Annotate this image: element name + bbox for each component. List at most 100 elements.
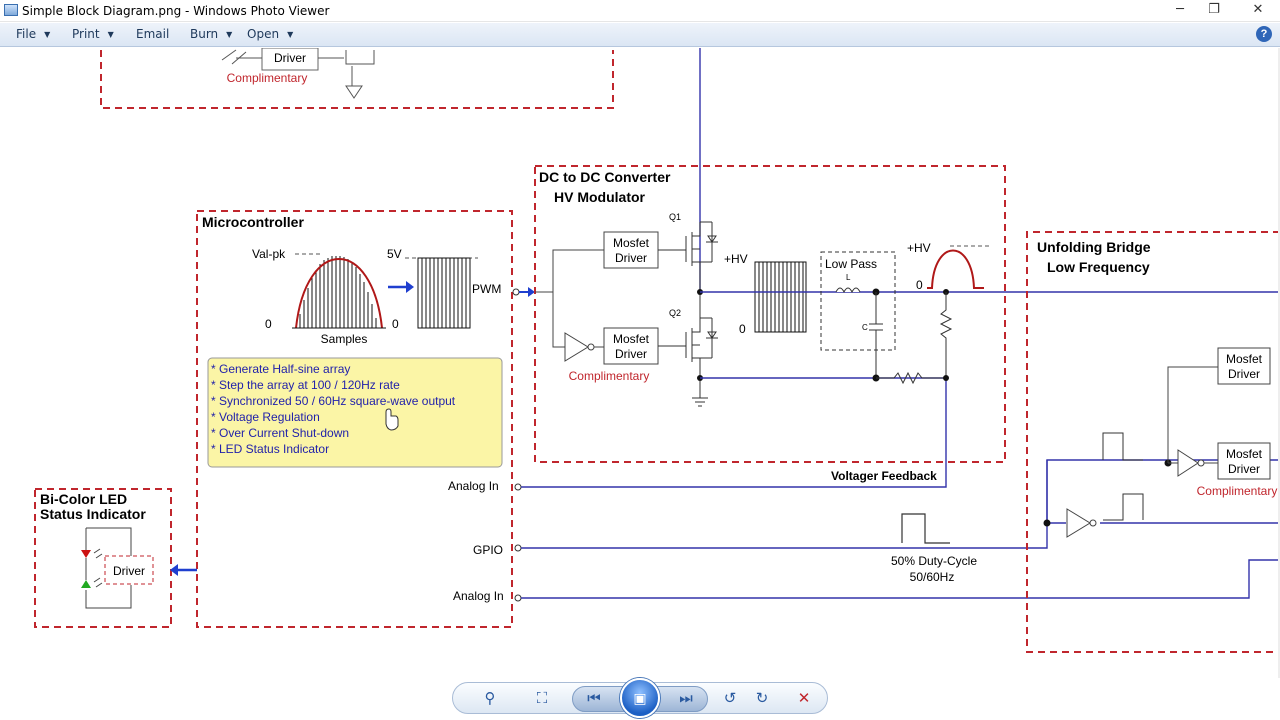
microcontroller-block: Microcontroller Val-pk 0 Samples 5V 0 (196, 210, 535, 628)
analog-in-2-label: Analog In (453, 589, 504, 603)
capacitor-icon (869, 292, 883, 378)
next-icon[interactable]: ⏭ (679, 689, 693, 707)
restore-button[interactable]: ❐ (1208, 2, 1220, 17)
unfolding-mosfet-driver-1 (1217, 347, 1271, 385)
analog-in-1-pin (514, 483, 522, 491)
led-driver-label: Driver (113, 564, 145, 578)
led-driver (104, 555, 154, 585)
ground-icon (692, 292, 708, 407)
print-menu[interactable]: Print▼ (72, 27, 114, 41)
inductor-label: L (846, 273, 851, 282)
dcdc-title-line1: DC to DC Converter (539, 169, 671, 185)
q1-label: Q1 (669, 212, 681, 222)
unfolding-driver-1-line1: Mosfet (1226, 352, 1263, 366)
unfolding-mosfet-driver-2 (1217, 442, 1271, 480)
half-sine-waveform (295, 258, 383, 329)
sample-bars (299, 256, 377, 328)
inverter-icon (1066, 508, 1091, 538)
mosfet-driver-2-line1: Mosfet (613, 332, 650, 346)
burn-menu[interactable]: Burn ▼ (190, 27, 232, 41)
resistor-icon (939, 292, 953, 378)
mosfet-driver-2-line2: Driver (615, 347, 647, 361)
output-half-sine (927, 249, 984, 289)
hv-label: +HV (724, 252, 748, 266)
help-icon[interactable]: ? (1256, 26, 1272, 42)
mosfet-driver-1 (603, 231, 659, 269)
close-button[interactable]: ✕ (1252, 2, 1264, 17)
led-title-line1: Bi-Color LED (40, 491, 127, 507)
unfolding-driver-2-line2: Driver (1228, 462, 1260, 476)
previous-icon[interactable]: ⏮ (587, 689, 601, 707)
notes-box (207, 357, 503, 468)
mosfet-q1 (658, 221, 718, 292)
inverter-icon (1177, 449, 1199, 477)
note-line-6: * LED Status Indicator (211, 442, 329, 456)
unfolding-bridge-block: Unfolding Bridge Low Frequency Mosfet Dr… (1026, 231, 1280, 653)
unfolding-driver-1-line2: Driver (1228, 367, 1260, 381)
resistor-icon (876, 371, 946, 385)
burn-menu-label: Burn (190, 27, 219, 41)
note-line-5: * Over Current Shut-down (211, 426, 349, 440)
inductor-icon (835, 287, 861, 294)
square-wave-icon (1103, 493, 1144, 521)
five-volt-label: 5V (387, 247, 402, 261)
note-line-4: * Voltage Regulation (211, 410, 320, 424)
arrow-left-icon (170, 564, 178, 576)
zero-mid-label: 0 (392, 317, 399, 331)
chevron-down-icon: ▼ (287, 30, 294, 39)
file-menu-label: File (16, 27, 37, 41)
dcdc-converter-block: DC to DC Converter HV Modulator Mosfet D… (534, 165, 1280, 483)
file-menu[interactable]: File ▼ (16, 27, 50, 41)
mosfet-driver-1-line2: Driver (615, 251, 647, 265)
q2-label: Q2 (669, 308, 681, 318)
duty-cycle-label-line1: 50% Duty-Cycle (891, 554, 977, 568)
actual-size-icon[interactable]: ⛶ (536, 689, 548, 707)
zoom-icon[interactable]: ⚲ (484, 689, 496, 707)
hand-cursor-icon (385, 408, 399, 431)
led-block: Bi-Color LED Status Indicator Driver (34, 488, 197, 628)
viewer-edge (1278, 48, 1280, 678)
green-led-icon (81, 580, 91, 588)
pwm-pulses (417, 257, 471, 329)
delete-icon[interactable]: ✕ (797, 689, 811, 707)
top-complimentary-label: Complimentary (227, 71, 308, 85)
menu-bar: File ▼ Print▼ Email Burn ▼ Open ▼ ? (0, 23, 1280, 47)
pwm-label: PWM (472, 282, 501, 296)
samples-label: Samples (321, 332, 368, 346)
analog-in-1-label: Analog In (448, 479, 499, 493)
minimize-button[interactable]: ─ (1176, 2, 1184, 17)
image-viewport[interactable]: Driver Complimentary Microcontroller Val… (0, 48, 1280, 678)
open-menu-label: Open (247, 27, 280, 41)
open-menu[interactable]: Open ▼ (247, 27, 293, 41)
note-line-1: * Generate Half-sine array (211, 362, 350, 376)
note-line-3: * Synchronized 50 / 60Hz square-wave out… (211, 394, 456, 408)
title-bar: Simple Block Diagram.png - Windows Photo… (0, 0, 1280, 22)
note-line-2: * Step the array at 100 / 120Hz rate (211, 378, 400, 392)
chevron-down-icon: ▼ (107, 30, 114, 39)
square-wave-icon (901, 513, 950, 544)
chevron-down-icon: ▼ (226, 30, 233, 39)
top-driver-label: Driver (274, 51, 306, 65)
capacitor-label: C (862, 323, 868, 332)
low-pass-label: Low Pass (825, 257, 877, 271)
low-pass-filter (820, 251, 896, 351)
window-title: Simple Block Diagram.png - Windows Photo… (22, 4, 330, 18)
rotate-counterclockwise-icon[interactable]: ↺ (723, 689, 737, 707)
slideshow-button[interactable]: ▣ (620, 678, 660, 718)
dcdc-complimentary-label: Complimentary (569, 369, 650, 383)
duty-cycle-label-line2: 50/60Hz (910, 570, 955, 584)
email-button[interactable]: Email (136, 27, 170, 41)
led-title-line2: Status Indicator (40, 506, 146, 522)
rotate-clockwise-icon[interactable]: ↻ (755, 689, 769, 707)
unfolding-title-line2: Low Frequency (1047, 259, 1150, 275)
chevron-down-icon: ▼ (44, 30, 51, 39)
arrow-head-icon (406, 281, 414, 293)
photo-viewer-icon (4, 4, 18, 16)
gpio-pin (514, 544, 522, 552)
mosfet-q2 (658, 317, 718, 378)
voltage-feedback-label: Voltager Feedback (831, 469, 937, 483)
red-led-icon (81, 550, 91, 558)
mosfet-driver-2 (603, 327, 659, 365)
block-diagram-image: Driver Complimentary Microcontroller Val… (34, 48, 1280, 653)
pwm-arrow-icon (528, 287, 535, 297)
